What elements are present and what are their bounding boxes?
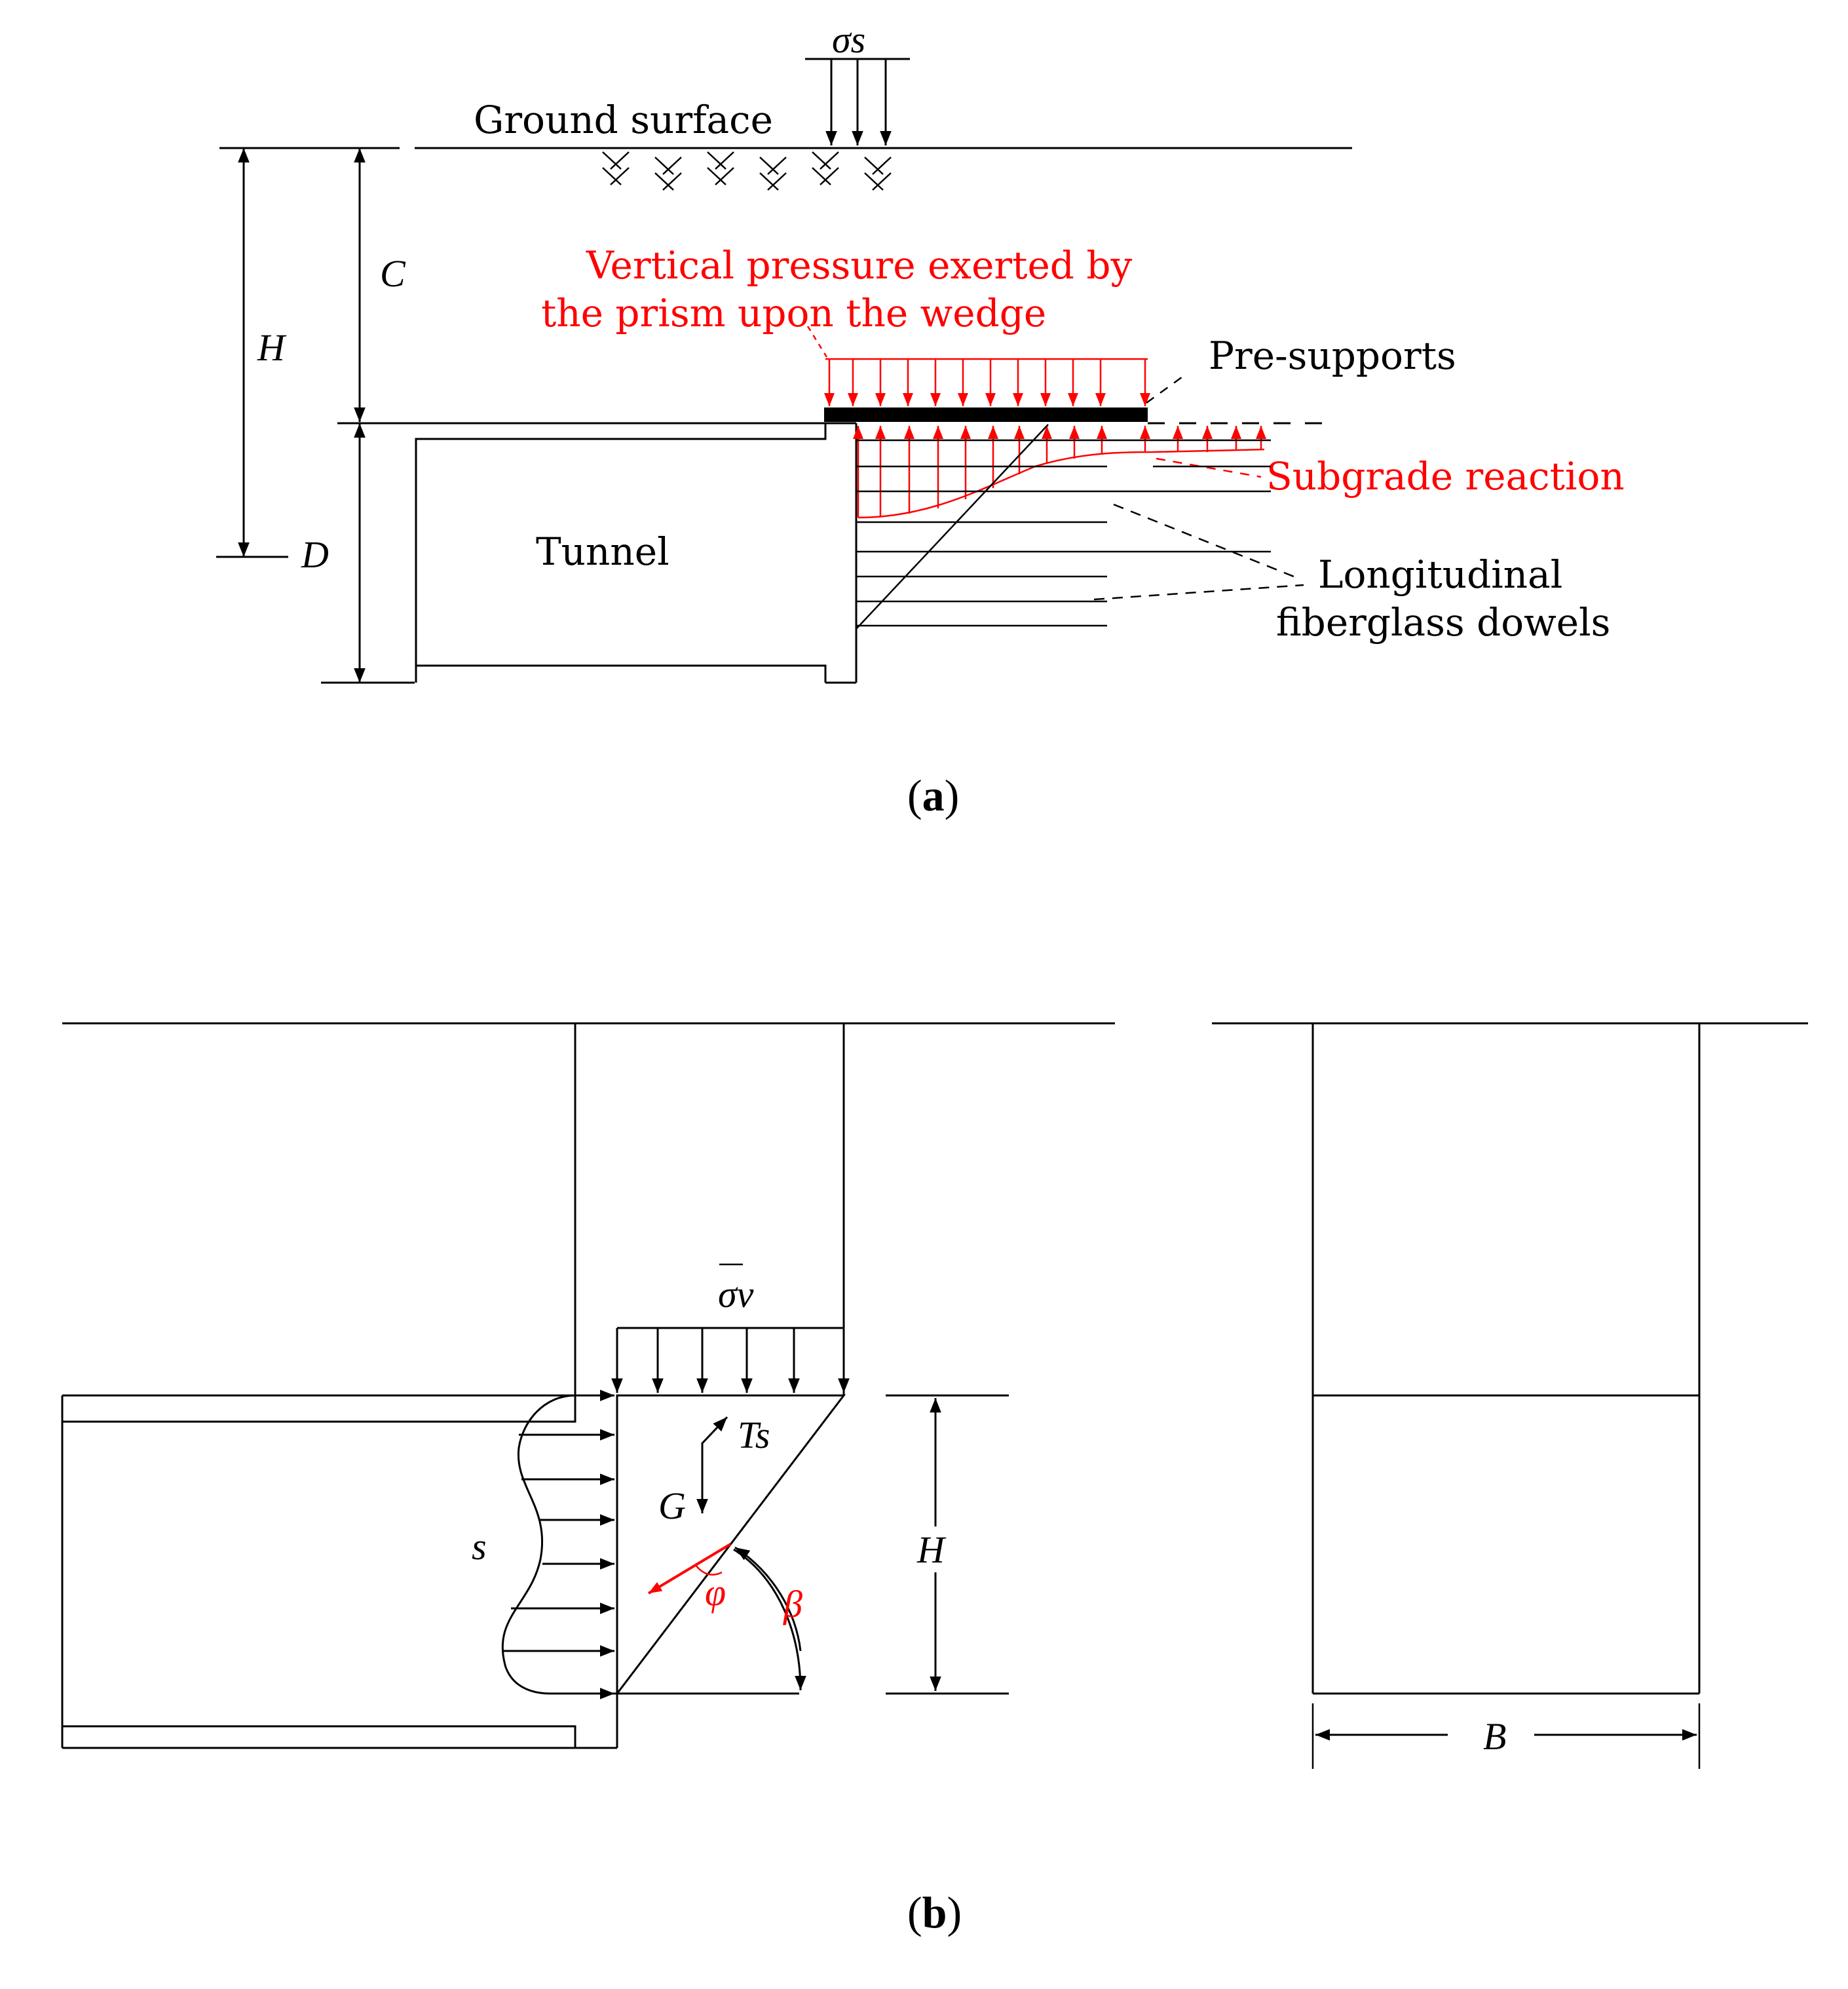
vertical-pressure-arrows [824,358,1150,406]
dimension-B: B [1311,1703,1701,1769]
surcharge-load: σs [805,18,910,145]
dim-C-label: C [380,252,406,295]
dimension-D: D [301,422,416,684]
panel-b: σv s Ts G φ [61,1022,1808,1937]
subgrade-reaction-label: Subgrade reaction [1266,454,1625,499]
caption-a: (a) [907,770,959,820]
dimension-H: H [216,147,400,558]
dimension-H-b: H [886,1394,1009,1695]
forces: Ts G [658,1414,770,1527]
sigma-s-label: σs [832,18,865,61]
panel-a: σs Ground surface H C D [216,18,1625,820]
sigma-v-label: σv [718,1273,754,1316]
caption-b: (b) [907,1887,962,1937]
phi-label: φ [705,1571,726,1614]
fiberglass-dowels [856,439,1271,627]
tunnel-label: Tunnel [536,529,669,574]
weight-g-label: G [658,1485,686,1527]
dowels-leader [1093,503,1304,601]
tunnel-outline [337,422,858,684]
pre-supports-label: Pre-supports [1209,333,1456,378]
dowels-label-2: fiberglass dowels [1276,600,1610,645]
support-s-label: s [472,1525,487,1568]
prism-longitudinal [574,1023,845,1395]
ground-surface-label: Ground surface [474,98,773,142]
tension-ts-label: Ts [738,1414,770,1456]
sigma-v-load: σv [611,1263,850,1393]
face-support: s [472,1390,617,1699]
dim-D-label: D [301,533,329,576]
wedge-slip-line [856,424,1049,630]
pre-supports-bar [824,407,1148,422]
pre-supports-leader [1146,372,1188,404]
dim-B-label: B [1483,1715,1506,1758]
dim-H-b-label: H [916,1528,947,1571]
soil-hatch [602,151,892,191]
beta-label: β [783,1583,802,1625]
dowels-label-1: Longitudinal [1318,552,1562,597]
subgrade-reaction-leader [1156,457,1262,478]
vertical-pressure-label-2: the prism upon the wedge [541,291,1046,335]
cross-section [1311,1023,1701,1695]
friction-angle: φ [647,1543,732,1614]
vertical-pressure-label-1: Vertical pressure exerted by [586,243,1132,288]
tunnel-outline-b [61,1394,618,1749]
dimension-C: C [354,148,406,422]
slip-angle: β [733,1546,806,1691]
dim-H-label: H [257,326,287,369]
